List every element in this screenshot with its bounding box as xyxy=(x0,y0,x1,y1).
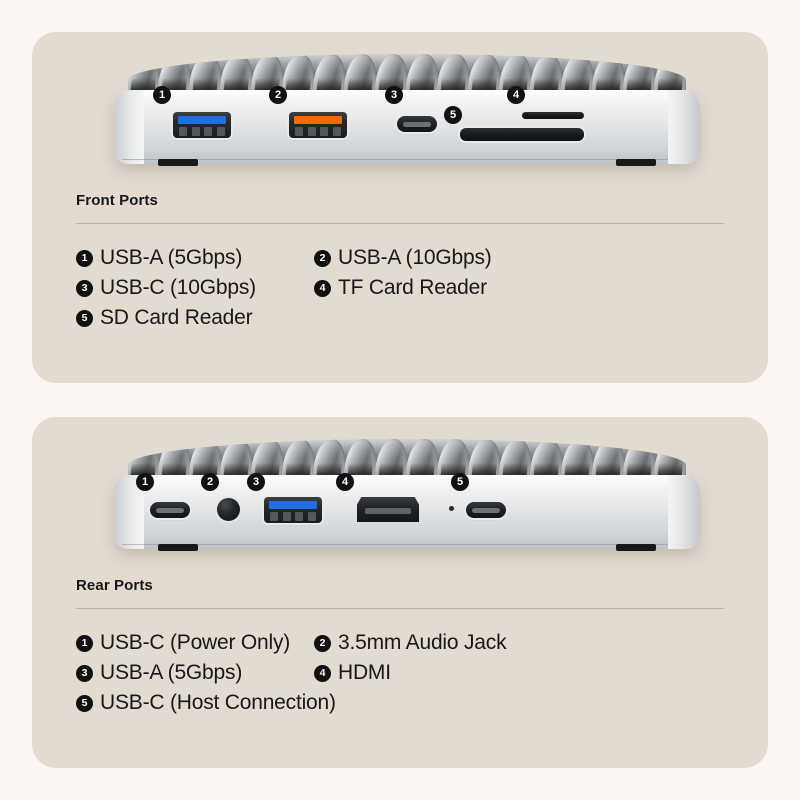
badge-number: 4 xyxy=(314,664,331,682)
badge-number: 4 xyxy=(314,279,331,297)
badge-number: 5 xyxy=(76,694,93,712)
list-item: 5 SD Card Reader xyxy=(76,306,308,330)
port-label: USB-C (Power Only) xyxy=(100,631,291,654)
list-item: 1 USB-A (5Gbps) xyxy=(76,246,308,270)
dock-device-front: 1 2 3 4 5 xyxy=(114,54,700,172)
list-item: 5 USB-C (Host Connection) xyxy=(76,691,336,715)
front-port-usb-a-5gbps xyxy=(173,112,231,138)
device-marker-5: 5 xyxy=(444,106,462,124)
front-port-usb-c-10gbps xyxy=(397,116,437,132)
port-label: USB-A (5Gbps) xyxy=(100,246,243,269)
front-divider xyxy=(76,223,724,224)
port-label: 3.5mm Audio Jack xyxy=(338,631,507,654)
front-ports-title: Front Ports xyxy=(76,192,158,209)
rear-port-usb-c-host xyxy=(466,502,506,518)
rubber-foot-left xyxy=(158,159,198,166)
list-item: 4 TF Card Reader xyxy=(314,276,724,300)
device-marker-2: 2 xyxy=(201,473,219,491)
list-item: 3 USB-A (5Gbps) xyxy=(76,661,308,685)
rear-port-list: 1 USB-C (Power Only) 2 3.5mm Audio Jack … xyxy=(76,631,724,715)
port-label: USB-A (5Gbps) xyxy=(100,661,243,684)
rear-ports-title: Rear Ports xyxy=(76,577,153,594)
rubber-foot-left xyxy=(158,544,198,551)
device-marker-2: 2 xyxy=(269,86,287,104)
list-item: 3 USB-C (10Gbps) xyxy=(76,276,308,300)
device-marker-4: 4 xyxy=(336,473,354,491)
rubber-foot-right xyxy=(616,159,656,166)
port-label: TF Card Reader xyxy=(338,276,487,299)
device-marker-4: 4 xyxy=(507,86,525,104)
badge-number: 2 xyxy=(314,249,331,267)
rubber-foot-right xyxy=(616,544,656,551)
front-port-tf-card-slot xyxy=(522,112,584,119)
rear-port-audio-jack xyxy=(217,498,240,521)
dock-device-rear: 1 2 3 4 5 xyxy=(114,439,700,557)
rear-port-usb-c-power xyxy=(150,502,190,518)
rear-device-illustration: 1 2 3 4 5 xyxy=(32,417,768,577)
list-item: 2 3.5mm Audio Jack xyxy=(314,631,724,655)
list-item: 2 USB-A (10Gbps) xyxy=(314,246,724,270)
rear-ports-card: 1 2 3 4 5 Rear Ports 1 USB-C (Power Only… xyxy=(32,417,768,768)
badge-number: 3 xyxy=(76,279,93,297)
port-label: HDMI xyxy=(338,661,391,684)
device-marker-1: 1 xyxy=(136,473,154,491)
port-label: USB-C (10Gbps) xyxy=(100,276,256,299)
device-marker-5: 5 xyxy=(451,473,469,491)
rear-port-hdmi xyxy=(357,497,419,522)
device-marker-3: 3 xyxy=(385,86,403,104)
front-port-sd-card-slot xyxy=(460,128,584,141)
badge-number: 3 xyxy=(76,664,93,682)
status-led-indicator xyxy=(449,506,454,511)
front-ports-card: 1 2 3 4 5 Front Ports 1 USB-A (5Gbps) 2 … xyxy=(32,32,768,383)
rear-port-usb-a-5gbps xyxy=(264,497,322,523)
device-marker-3: 3 xyxy=(247,473,265,491)
port-label: USB-A (10Gbps) xyxy=(338,246,492,269)
front-port-usb-a-10gbps xyxy=(289,112,347,138)
badge-number: 2 xyxy=(314,634,331,652)
port-label: SD Card Reader xyxy=(100,306,253,329)
list-item: 1 USB-C (Power Only) xyxy=(76,631,308,655)
badge-number: 1 xyxy=(76,249,93,267)
front-port-list: 1 USB-A (5Gbps) 2 USB-A (10Gbps) 3 USB-C… xyxy=(76,246,724,330)
badge-number: 5 xyxy=(76,309,93,327)
rear-divider xyxy=(76,608,724,609)
front-ports-info: Front Ports 1 USB-A (5Gbps) 2 USB-A (10G… xyxy=(32,192,768,330)
badge-number: 1 xyxy=(76,634,93,652)
front-device-illustration: 1 2 3 4 5 xyxy=(32,32,768,192)
rear-ports-info: Rear Ports 1 USB-C (Power Only) 2 3.5mm … xyxy=(32,577,768,715)
list-item: 4 HDMI xyxy=(314,661,724,685)
port-label: USB-C (Host Connection) xyxy=(100,691,336,714)
device-marker-1: 1 xyxy=(153,86,171,104)
